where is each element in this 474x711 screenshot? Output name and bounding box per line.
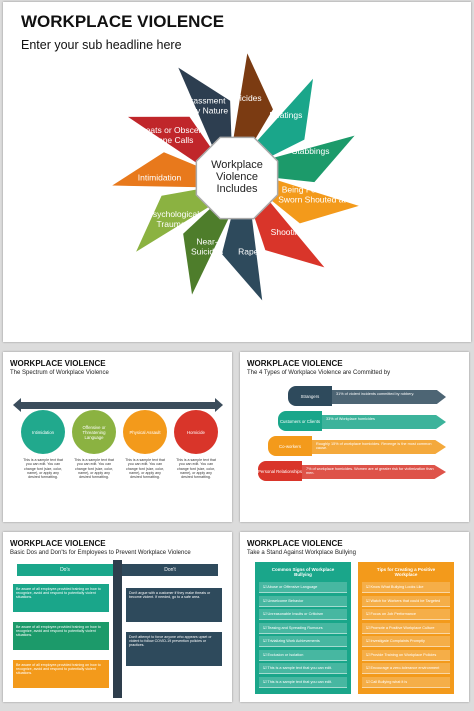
list-item: ☑ Focus on Job Performance — [362, 609, 450, 620]
slide-title: WORKPLACE VIOLENCE — [247, 539, 343, 548]
petal-label: Beatings — [269, 110, 302, 120]
petal-label: Shootings — [271, 227, 309, 237]
list-item: ☑ Teasing and Spreading Rumours — [259, 622, 347, 634]
wheel-petal — [231, 53, 273, 151]
signpost-pole — [113, 560, 122, 698]
type-bar: Roughly 15% of workplace homicides. Reve… — [312, 440, 446, 454]
donts-label: Don't — [164, 567, 176, 573]
wheel-petal — [248, 78, 314, 161]
petal-label: Rapes — [238, 246, 263, 256]
wheel-petal — [112, 152, 209, 188]
arrow-left-head — [13, 398, 21, 412]
wheel-petal — [136, 187, 219, 252]
list-item: ☑ This is a sample text that you can edi… — [259, 663, 347, 674]
wheel-petal — [221, 204, 263, 301]
spectrum-arrow — [19, 402, 215, 409]
petal-label: Suicides — [230, 93, 262, 103]
slide-subtitle: The Spectrum of Workplace Violence — [10, 370, 109, 376]
spectrum-body: This is a sample text that you can edit.… — [125, 458, 165, 480]
slide-four-types[interactable]: WORKPLACE VIOLENCE The 4 Types of Workpl… — [240, 352, 469, 522]
slide-title: WORKPLACE VIOLENCE — [247, 359, 343, 368]
type-label: Customers or Clients — [278, 411, 322, 431]
signs-heading: Common Signs of Workplace Bullying — [271, 567, 335, 577]
tips-heading: Tips for Creating a Positive Workplace — [376, 567, 436, 577]
list-item: ☑ Provide Training on Workplace Policies — [362, 649, 450, 661]
slide-dos-donts[interactable]: WORKPLACE VIOLENCE Basic Dos and Don'ts … — [3, 532, 232, 702]
petal-label: Being Followed,Sworn Shouted at — [278, 184, 346, 204]
list-item: ☑ Watch for Workers that could be Target… — [362, 595, 450, 607]
list-item: ☑ Unwelcome Behavior — [259, 595, 347, 607]
signs-panel: Common Signs of Workplace Bullying ☑ Abu… — [255, 562, 351, 694]
type-bar: 7% of workplace homicides. Women are at … — [302, 465, 446, 479]
list-item: ☑ Unreasonable Insults or Criticism — [259, 609, 347, 620]
petal-label: Stabbings — [292, 146, 330, 156]
dos-sign: Do's — [17, 564, 113, 576]
petal-label: Intimidation — [138, 172, 182, 182]
do-item: Be aware of all employee-provided traini… — [13, 622, 109, 650]
type-label: Co-workers — [268, 436, 312, 456]
wheel-petal — [261, 135, 355, 183]
main-slide[interactable]: WORKPLACE VIOLENCE Enter your sub headli… — [3, 2, 471, 342]
type-bar: 31% of violent incidents committed by ro… — [332, 390, 446, 404]
slide-subtitle: The 4 Types of Workplace Violence are Co… — [247, 370, 391, 376]
center-octagon — [195, 136, 279, 220]
list-item: ☑ Promote a Positive Workplace Culture — [362, 622, 450, 634]
wheel-petal — [250, 193, 325, 268]
dont-item: Don't attempt to force anyone who appear… — [126, 632, 222, 666]
arrow-right-head — [215, 398, 223, 412]
dos-label: Do's — [60, 567, 70, 573]
list-item: ☑ This is a sample text that you can edi… — [259, 676, 347, 688]
wheel-petal — [178, 67, 232, 156]
slide-spectrum[interactable]: WORKPLACE VIOLENCE The Spectrum of Workp… — [3, 352, 232, 522]
wheel-petal — [127, 116, 217, 171]
spectrum-body: This is a sample text that you can edit.… — [23, 458, 63, 480]
list-item: ☑ Abuse or Offensive Language — [259, 582, 347, 593]
list-item: ☑ Trivializing Work Achievements — [259, 636, 347, 647]
donts-sign: Don't — [122, 564, 218, 576]
wheel-petal — [262, 177, 359, 224]
slide-bullying[interactable]: WORKPLACE VIOLENCE Take a Stand Against … — [240, 532, 469, 702]
wheel-petal — [183, 201, 234, 295]
spectrum-item: Offensive or Threatening Language — [72, 410, 116, 454]
slide-subtitle: Enter your sub headline here — [21, 38, 182, 52]
type-bar: 33% of Workplace homicides — [322, 415, 446, 429]
spectrum-item: Homicide — [174, 410, 218, 454]
tips-panel: Tips for Creating a Positive Workplace ☑… — [358, 562, 454, 694]
do-item: Be aware of all employee-provided traini… — [13, 660, 109, 688]
list-item: ☑ Call Bullying what it is — [362, 676, 450, 688]
spectrum-item: Physical Assault — [123, 410, 167, 454]
spectrum-item: Intimidation — [21, 410, 65, 454]
list-item: ☑ Investigate Complaints Promptly — [362, 636, 450, 647]
list-item: ☑ Encourage a zero-tolerance environment — [362, 663, 450, 674]
dont-item: Don't argue with a customer if they make… — [126, 588, 222, 622]
slide-title: WORKPLACE VIOLENCE — [10, 359, 106, 368]
slide-title: WORKPLACE VIOLENCE — [21, 12, 225, 31]
slide-subtitle: Basic Dos and Don'ts for Employees to Pr… — [10, 550, 191, 556]
petal-label: Near-Suicides — [191, 236, 223, 256]
do-item: Be aware of all employee-provided traini… — [13, 584, 109, 612]
spectrum-body: This is a sample text that you can edit.… — [74, 458, 114, 480]
list-item: ☑ Exclusion or Isolation — [259, 649, 347, 661]
list-item: ☑ Know What Bullying Looks Like — [362, 582, 450, 593]
spectrum-body: This is a sample text that you can edit.… — [176, 458, 216, 480]
type-label: Strangers — [288, 386, 332, 406]
slide-title: WORKPLACE VIOLENCE — [10, 539, 106, 548]
type-label: Personal Relationships — [258, 461, 302, 481]
slide-subtitle: Take a Stand Against Workplace Bullying — [247, 550, 356, 556]
